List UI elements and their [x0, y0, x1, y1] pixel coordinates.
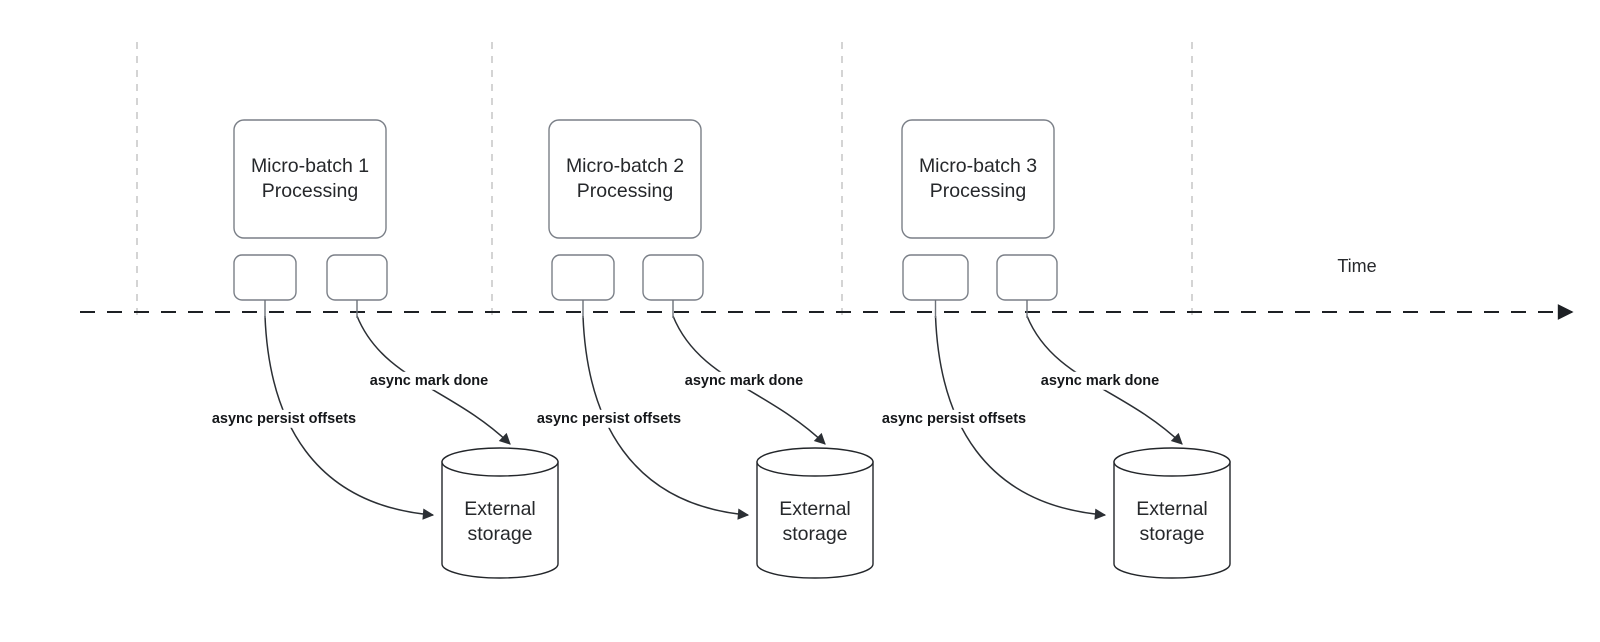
batch-2-title-line-1: Micro-batch 2	[566, 155, 684, 177]
label-backdrop	[207, 409, 361, 428]
time-axis-label: Time	[1337, 256, 1376, 276]
batch-3-box[interactable]	[901, 119, 1055, 239]
batch-2-mark-done-label: async mark done	[685, 373, 803, 389]
batch-2-persist-offsets-arrow	[582, 315, 750, 520]
batch-3-task-a-node[interactable]	[902, 254, 969, 301]
batch-1-persist-offsets-arrow	[264, 315, 435, 520]
batch-3-persist-offsets-label: async persist offsets	[882, 411, 1026, 427]
label-backdrop	[532, 409, 686, 428]
async-flow-edges	[264, 315, 1183, 520]
batch-2-box[interactable]	[548, 119, 702, 239]
label-backdrop	[1036, 371, 1164, 390]
batch-3-title-line-1: Micro-batch 3	[919, 155, 1037, 177]
batch-2-task-a-box[interactable]	[551, 254, 615, 301]
batch-1-task-b-box[interactable]	[326, 254, 388, 301]
batch-2-node[interactable]: Micro-batch 2 Processing	[548, 119, 702, 239]
external-storage-3-label-line-2: storage	[1139, 523, 1204, 545]
label-backdrop	[877, 409, 1031, 428]
batch-1-mark-done-label: async mark done	[370, 373, 488, 389]
batch-3-mark-done-label: async mark done	[1041, 373, 1159, 389]
time-axis-label-group: Time	[1337, 256, 1376, 276]
batch-1-task-a-node[interactable]	[233, 254, 297, 301]
batch-2-task-a-node[interactable]	[551, 254, 615, 301]
external-storage-2-cylinder-body[interactable]	[756, 461, 874, 579]
external-storage-2-label-line-2: storage	[782, 523, 847, 545]
batch-2-persist-offsets-label: async persist offsets	[537, 411, 681, 427]
batch-3-persist-offsets-arrow	[934, 315, 1107, 520]
batch-1-box[interactable]	[233, 119, 387, 239]
external-storage-1-label-line-2: storage	[467, 523, 532, 545]
external-storage-1-node[interactable]: External storage	[441, 447, 559, 579]
external-storage-1-cylinder-body[interactable]	[441, 461, 559, 579]
batch-2-task-b-box[interactable]	[642, 254, 704, 301]
batch-2-task-b-node[interactable]	[642, 254, 704, 301]
external-storage-3-node[interactable]: External storage	[1113, 447, 1231, 579]
external-storage-2-node[interactable]: External storage	[756, 447, 874, 579]
external-storage-3-cylinder-body[interactable]	[1113, 461, 1231, 579]
batch-3-task-b-box[interactable]	[996, 254, 1058, 301]
label-backdrop	[365, 371, 493, 390]
external-storage-2-label-line-1: External	[779, 498, 851, 520]
external-storage-1-cylinder-top	[441, 447, 559, 477]
external-storage-2-cylinder-top	[756, 447, 874, 477]
external-storage-3-cylinder-top	[1113, 447, 1231, 477]
batch-3-task-a-box[interactable]	[902, 254, 969, 301]
batch-1-node[interactable]: Micro-batch 1 Processing	[233, 119, 387, 239]
edge-labels: async persist offsets async mark done asyn…	[207, 371, 1164, 428]
batch-3-title-line-2: Processing	[930, 180, 1026, 202]
external-storage-3-label-line-1: External	[1136, 498, 1208, 520]
batch-1-task-b-node[interactable]	[326, 254, 388, 301]
batch-3-task-b-node[interactable]	[996, 254, 1058, 301]
external-storage-1-label-line-1: External	[464, 498, 536, 520]
batch-1-title-line-2: Processing	[262, 180, 358, 202]
batch-2-title-line-2: Processing	[577, 180, 673, 202]
batch-1-title-line-1: Micro-batch 1	[251, 155, 369, 177]
batch-1-task-a-box[interactable]	[233, 254, 297, 301]
batch-1-persist-offsets-label: async persist offsets	[212, 411, 356, 427]
micro-batch-boundaries	[136, 42, 1193, 318]
batch-3-node[interactable]: Micro-batch 3 Processing	[901, 119, 1055, 239]
label-backdrop	[680, 371, 808, 390]
